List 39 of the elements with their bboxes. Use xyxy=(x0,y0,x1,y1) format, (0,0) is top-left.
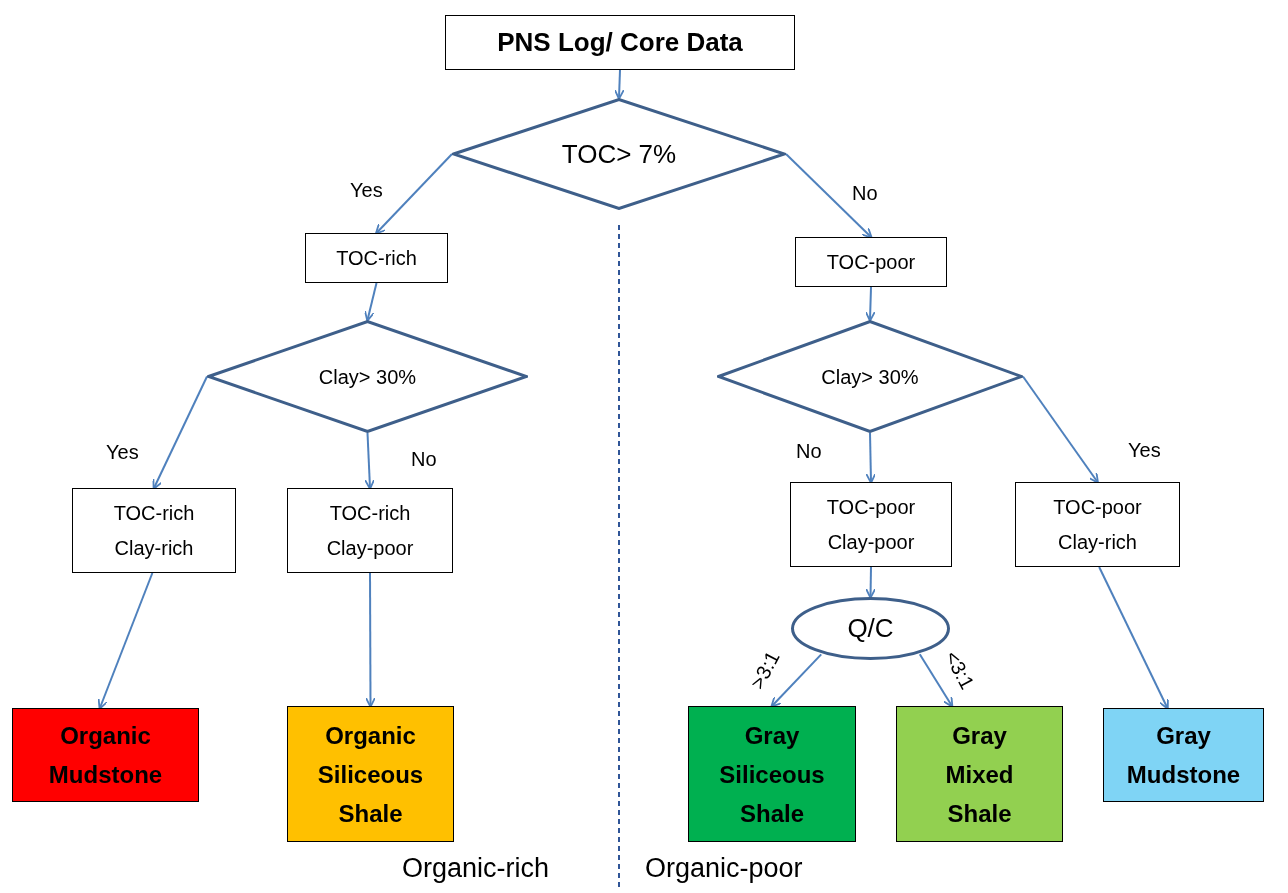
arrow xyxy=(613,69,625,100)
decision-diamond: Clay> 30% xyxy=(207,320,528,433)
process-box: TOC-rich Clay-rich xyxy=(72,488,236,573)
edge-label: No xyxy=(796,441,822,461)
result-box: Organic Siliceous Shale xyxy=(287,706,454,842)
result-box: Organic Mudstone xyxy=(12,708,199,802)
decision-ellipse: Q/C xyxy=(791,597,950,660)
arrow xyxy=(365,572,376,708)
region-label: Organic-rich xyxy=(402,855,550,882)
edge-label: No xyxy=(411,449,437,469)
arrow xyxy=(918,653,954,708)
region-label: Organic-poor xyxy=(645,855,803,882)
decision-diamond: TOC> 7% xyxy=(452,98,786,210)
edge-label: Yes xyxy=(1128,440,1161,460)
process-box: PNS Log/ Core Data xyxy=(445,15,795,70)
arrow xyxy=(770,653,823,708)
edge-label: Yes xyxy=(106,442,139,462)
result-box: Gray Mixed Shale xyxy=(896,706,1063,842)
arrow xyxy=(785,153,873,239)
process-box: TOC-poor xyxy=(795,237,947,287)
process-box: TOC-poor Clay-poor xyxy=(790,482,952,567)
arrow xyxy=(364,282,378,322)
process-box: TOC-rich xyxy=(305,233,448,283)
arrow xyxy=(364,432,376,490)
arrow xyxy=(375,153,453,235)
arrow xyxy=(1098,566,1169,710)
process-box: TOC-poor Clay-rich xyxy=(1015,482,1180,567)
arrow xyxy=(865,566,877,599)
arrow xyxy=(1022,375,1099,484)
arrow xyxy=(864,286,876,322)
edge-label: No xyxy=(852,183,878,203)
arrow xyxy=(97,572,154,710)
edge-label: Yes xyxy=(350,180,383,200)
decision-diamond: Clay> 30% xyxy=(717,320,1023,433)
arrow xyxy=(865,432,877,484)
process-box: TOC-rich Clay-poor xyxy=(287,488,453,573)
arrow xyxy=(152,375,208,490)
result-box: Gray Siliceous Shale xyxy=(688,706,856,842)
result-box: Gray Mudstone xyxy=(1103,708,1264,802)
